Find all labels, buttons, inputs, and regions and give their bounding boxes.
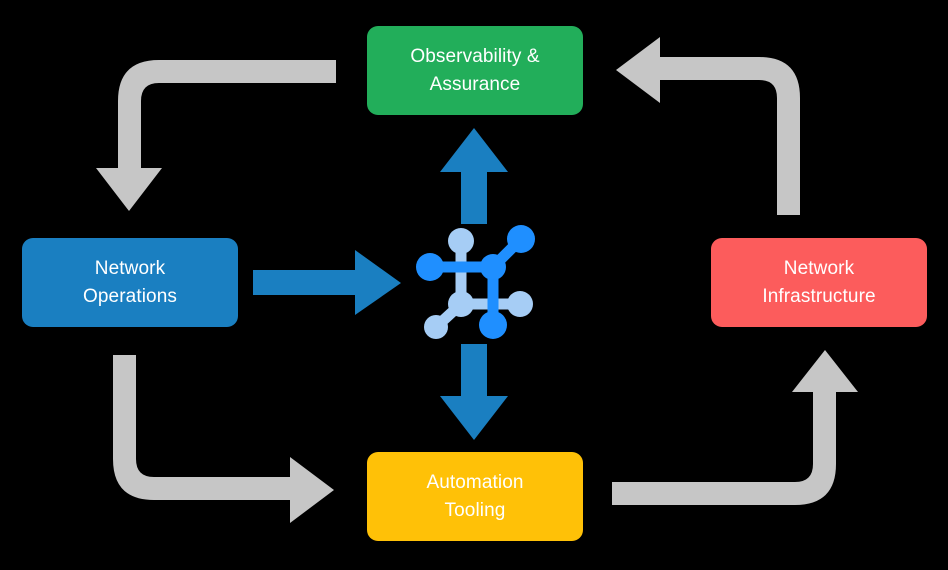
node-network-operations[interactable]: Network Operations bbox=[22, 238, 238, 327]
arrow-automation-to-infrastructure bbox=[612, 350, 858, 505]
node-observability-assurance[interactable]: Observability & Assurance bbox=[367, 26, 583, 115]
node-network-infrastructure[interactable]: Network Infrastructure bbox=[711, 238, 927, 327]
arrow-operations-to-automation bbox=[113, 355, 334, 523]
arrow-center-to-observability bbox=[440, 128, 508, 224]
node-automation-tooling[interactable]: Automation Tooling bbox=[367, 452, 583, 541]
arrow-operations-to-center bbox=[253, 250, 401, 315]
arrow-infrastructure-to-observability bbox=[616, 37, 800, 215]
network-topology-icon bbox=[416, 225, 535, 339]
topology-nodes bbox=[416, 225, 535, 339]
arrow-observability-to-operations bbox=[96, 60, 336, 211]
arrow-center-to-automation bbox=[440, 344, 508, 440]
topology-edges-primary bbox=[424, 233, 527, 331]
